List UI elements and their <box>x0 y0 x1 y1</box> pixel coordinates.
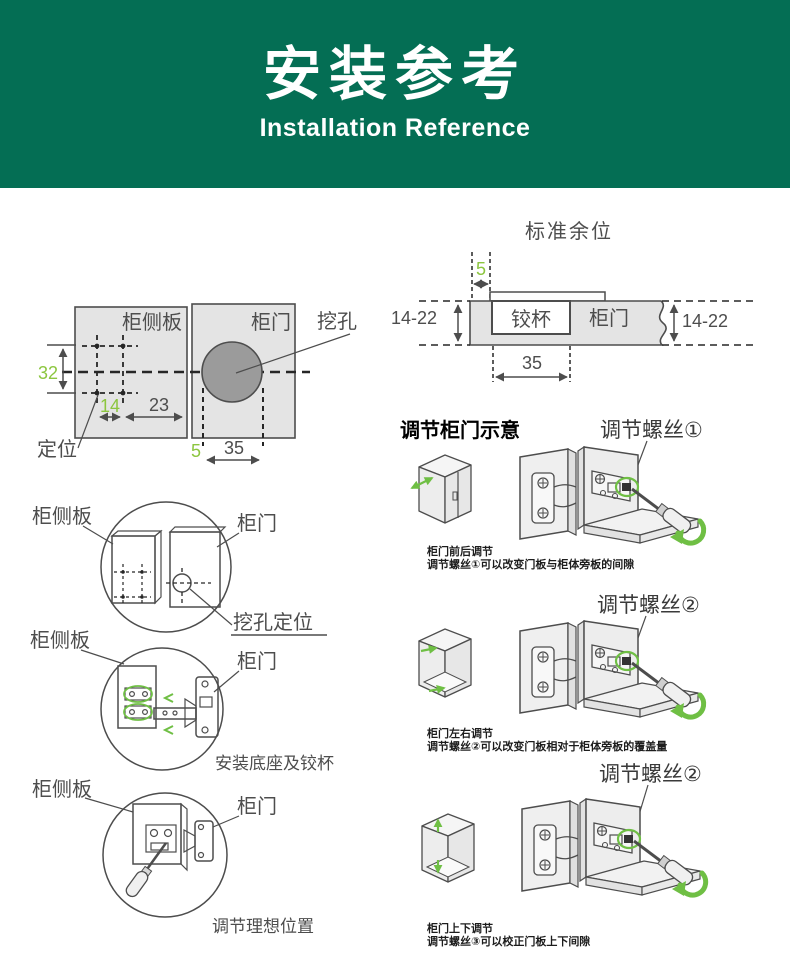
side-panel-label: 柜侧板 <box>122 311 182 334</box>
screw-label: 调节螺丝② <box>599 763 702 786</box>
magnified-step-1: 柜侧板 柜门 挖孔定位 <box>32 501 327 636</box>
door-label: 柜门 <box>251 311 291 334</box>
dim-14: 14 <box>99 396 121 422</box>
dim-5-35: 5 35 <box>191 438 260 465</box>
dim-thickness-right-value: 14-22 <box>682 311 728 331</box>
hinge-assembly-illustration <box>520 447 704 544</box>
adjustment-title: 调节柜门示意 <box>400 418 520 442</box>
hinge-cup-shape <box>491 300 571 335</box>
green-arrow-icon <box>162 725 174 735</box>
standard-clearance-diagram: 标准余位 5 铰杯 柜门 14-22 14-22 <box>391 220 753 382</box>
caption-line2: 调节螺丝①可以改变门板与柜体旁板的间隙 <box>427 557 634 571</box>
highlight-ellipse <box>123 685 153 703</box>
header-banner: 安装参考 Installation Reference <box>0 0 790 188</box>
locate-label: 定位 <box>37 438 77 461</box>
caption-line1: 柜门上下调节 <box>426 921 493 935</box>
caption-line2: 调节螺丝②可以改变门板相对于柜体旁板的覆盖量 <box>427 739 667 753</box>
side-panel-label: 柜侧板 <box>30 629 90 652</box>
adjustment-step-3: 调节螺丝② 柜门上下调节 调节螺丝③可以校正门板上下间隙 <box>421 763 706 948</box>
screw-label: 调节螺丝① <box>600 419 703 442</box>
magnifier-circle <box>100 647 224 771</box>
door-label: 柜门 <box>237 512 277 535</box>
door-label: 柜门 <box>237 795 277 818</box>
door-adjustment-diagram: 调节柜门示意 调节螺丝① 柜门前后调节 调节螺丝①可以改变门板与柜体旁板的间隙 … <box>400 418 790 948</box>
dim-thickness-left-value: 14-22 <box>391 308 437 328</box>
page-subtitle: Installation Reference <box>259 113 531 142</box>
side-panel-label: 柜侧板 <box>32 778 92 801</box>
caption-line1: 柜门前后调节 <box>426 544 493 558</box>
dim-5-value: 5 <box>191 441 201 461</box>
screwdriver-icon <box>125 842 168 898</box>
hinge-assembly-illustration <box>522 799 706 896</box>
page-title: 安装参考 <box>262 41 527 107</box>
dim-14-value: 14 <box>100 396 120 416</box>
magnifier-circle <box>102 792 228 918</box>
hinge-arm-shape <box>153 707 197 720</box>
dim-32: 32 <box>38 344 76 394</box>
hole-label: 挖孔 <box>317 310 357 333</box>
magnified-step-2: 柜侧板 柜门 安装底座及铰杯 <box>30 629 334 773</box>
hole-leader-line <box>235 333 351 374</box>
green-arrow-icon <box>162 693 174 703</box>
locate-leader-line <box>77 394 99 449</box>
direction-arrow-icon <box>410 477 434 489</box>
side-panel-shape <box>74 303 296 439</box>
direction-arrow-icon <box>420 644 438 654</box>
door-section-label: 柜门 <box>589 307 629 330</box>
magnified-step-3: 柜侧板 柜门 调节理想位置 <box>32 778 314 936</box>
dim-cup-width-value: 35 <box>522 353 542 373</box>
door-label: 柜门 <box>237 650 277 673</box>
adjustment-step-1: 调节螺丝① 柜门前后调节 调节螺丝①可以改变门板与柜体旁板的间隙 <box>410 419 704 571</box>
hinge-flange-shape <box>489 291 606 302</box>
caption-line1: 柜门左右调节 <box>426 726 493 740</box>
dim-23: 23 <box>125 395 183 422</box>
cabinet-box-icon <box>418 454 472 524</box>
hinge-assembly-illustration <box>520 621 704 718</box>
step-caption: 安装底座及铰杯 <box>215 754 334 773</box>
dim-32-value: 32 <box>38 363 58 383</box>
magnifier-circle <box>100 501 232 633</box>
caption-line2: 调节螺丝③可以校正门板上下间隙 <box>427 934 590 948</box>
cabinet-box-icon <box>421 813 475 883</box>
edge-gap-extension-lines <box>471 252 491 299</box>
cup-width-extension-lines <box>492 346 571 382</box>
dim-edge-value: 5 <box>476 259 486 279</box>
clearance-title: 标准余位 <box>525 220 613 243</box>
drilling-layout-diagram: 柜侧板 柜门 挖孔 32 <box>37 303 357 465</box>
highlight-ellipse <box>123 703 153 721</box>
step-caption: 调节理想位置 <box>212 917 314 936</box>
dim-23-value: 23 <box>149 395 169 415</box>
hinge-cup-label: 铰杯 <box>511 308 551 331</box>
section-extension-lines <box>419 300 753 346</box>
pilot-hole-dots <box>94 343 126 396</box>
side-panel-label: 柜侧板 <box>32 505 92 528</box>
dim-35-value: 35 <box>224 438 244 458</box>
adjustment-step-2: 调节螺丝② 柜门左右调节 调节螺丝②可以改变门板相对于柜体旁板的覆盖量 <box>418 594 704 753</box>
direction-arrow-icon <box>428 684 446 694</box>
screw-label: 调节螺丝② <box>597 594 700 617</box>
step-caption: 挖孔定位 <box>233 611 313 634</box>
magnified-steps-diagram: 柜侧板 柜门 挖孔定位 <box>30 501 334 936</box>
cup-hole-circle <box>201 341 263 403</box>
hole-tangent-lines <box>202 388 264 446</box>
cabinet-box-icon <box>418 628 472 698</box>
